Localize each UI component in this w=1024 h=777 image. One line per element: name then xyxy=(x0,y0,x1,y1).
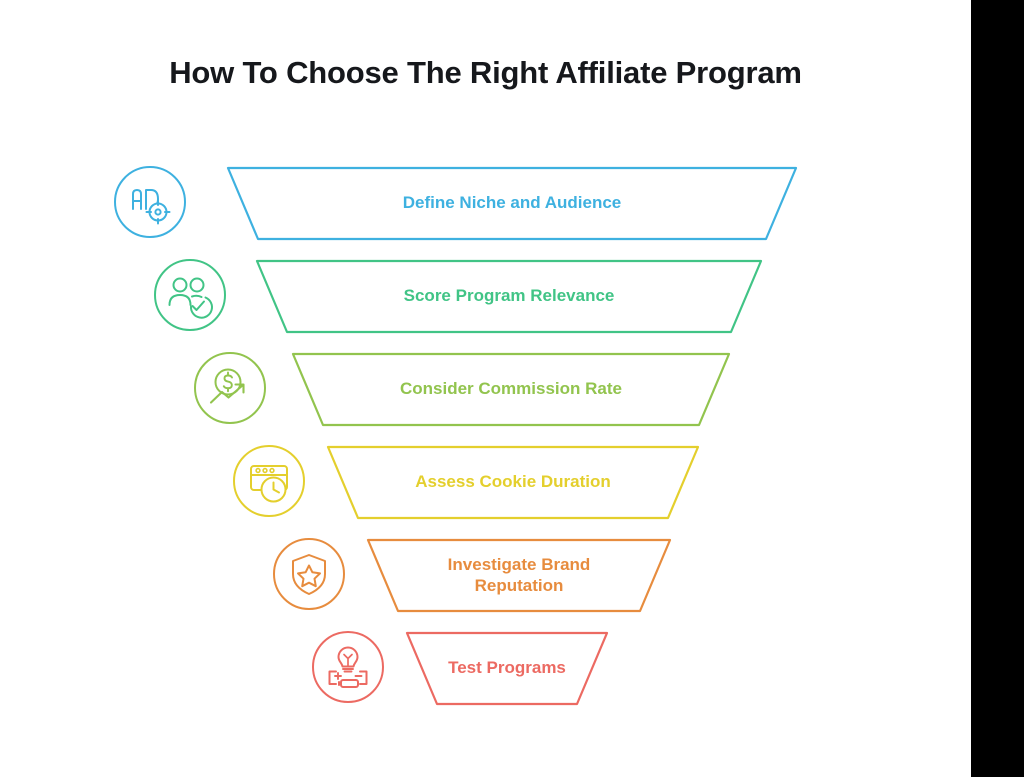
funnel-stage-6[interactable]: Test Programs xyxy=(311,629,641,719)
funnel-stage-2[interactable]: Score Program Relevance xyxy=(153,257,773,347)
funnel-stage-5-label: Investigate Brand Reputation xyxy=(360,536,678,615)
ad-target-icon xyxy=(113,165,187,239)
funnel-stage-4-label-line-1: Assess Cookie Duration xyxy=(415,472,611,492)
funnel-stage-3[interactable]: Consider Commission Rate xyxy=(193,350,743,440)
browser-clock-icon xyxy=(232,444,306,518)
funnel-stage-6-label-line-1: Test Programs xyxy=(448,658,566,678)
funnel-stage-2-label: Score Program Relevance xyxy=(249,257,769,336)
funnel-stage-3-label: Consider Commission Rate xyxy=(285,350,737,429)
shield-star-icon xyxy=(272,537,346,611)
funnel-stage-1[interactable]: Define Niche and Audience xyxy=(113,164,803,254)
funnel-stage-1-shape xyxy=(220,164,804,243)
funnel-stage-2-label-line-1: Score Program Relevance xyxy=(403,286,615,306)
funnel-stage-5-shape xyxy=(360,536,678,615)
users-check-icon xyxy=(153,258,227,332)
funnel-stage-6-label: Test Programs xyxy=(399,629,615,708)
funnel-stage-4[interactable]: Assess Cookie Duration xyxy=(232,443,712,533)
funnel-stage-1-label: Define Niche and Audience xyxy=(220,164,804,243)
lightbulb-circuit-icon xyxy=(311,630,385,704)
funnel-stage-1-label-line-1: Define Niche and Audience xyxy=(402,193,622,213)
funnel-stage-5-label-line-2: Reputation xyxy=(474,575,564,595)
funnel-stage-3-label-line-1: Consider Commission Rate xyxy=(400,379,622,399)
dollar-growth-icon xyxy=(193,351,267,425)
funnel-stage-3-shape xyxy=(285,350,737,429)
right-black-band xyxy=(971,0,1024,777)
page-title: How To Choose The Right Affiliate Progra… xyxy=(169,55,802,90)
funnel-stage-5[interactable]: Investigate Brand Reputation xyxy=(272,536,672,626)
funnel-stage-6-shape xyxy=(399,629,615,708)
funnel-stage-5-label-line-1: Investigate Brand xyxy=(447,554,591,574)
funnel-stage-2-shape xyxy=(249,257,769,336)
funnel-stage-4-label: Assess Cookie Duration xyxy=(320,443,706,522)
funnel-stage-4-shape xyxy=(320,443,706,522)
